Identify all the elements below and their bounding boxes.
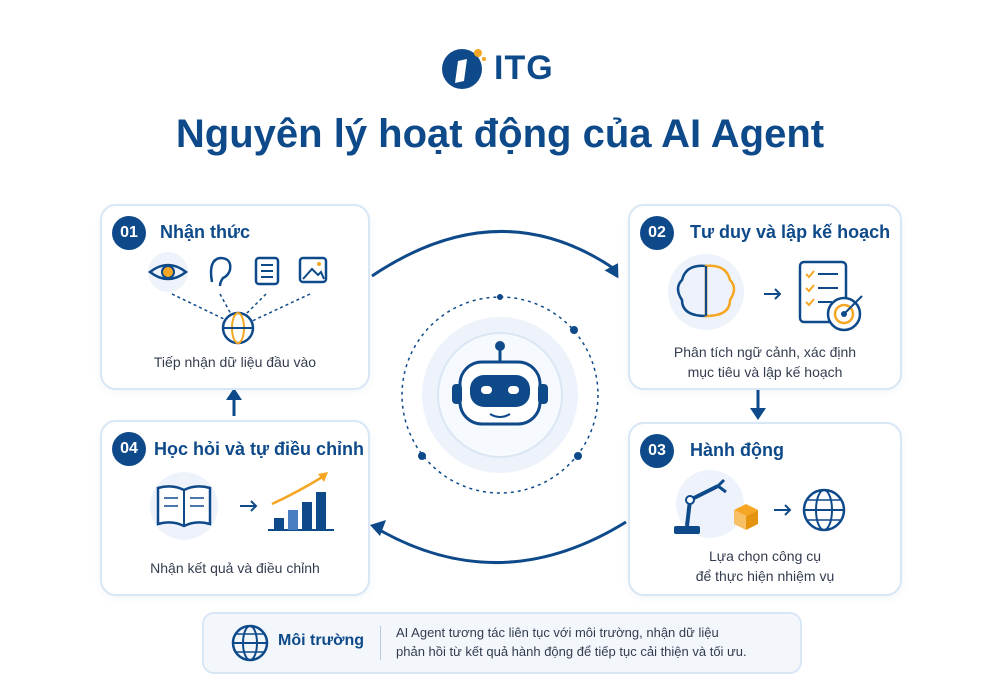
arrow-1-to-2 — [371, 229, 617, 278]
brand-name: ITG — [494, 48, 554, 87]
step-number-badge: 03 — [640, 434, 674, 468]
divider — [380, 626, 381, 660]
description-line-2: để thực hiện nhiệm vụ — [695, 568, 835, 584]
perception-icons — [147, 252, 328, 345]
step-description: Lựa chọn công cụ để thực hiện nhiệm vụ — [630, 546, 900, 586]
step-title: Hành động — [690, 440, 784, 460]
environment-description: AI Agent tương tác liên tục với môi trườ… — [396, 623, 796, 661]
page-title: Nguyên lý hoạt động của AI Agent — [175, 112, 825, 156]
step-title: Học hỏi và tự điều chỉnh — [154, 439, 365, 459]
orbit-ring — [401, 296, 599, 494]
thinking-icons — [668, 254, 863, 332]
step-card-learning: 04 Học hỏi và tự điều chỉnh Nhận kết quả… — [100, 420, 370, 596]
robot-arm-icon — [674, 470, 744, 538]
ear-icon — [209, 256, 232, 287]
description-line-1: Phân tích ngữ cảnh, xác định — [673, 344, 857, 360]
itg-logo: ITG — [440, 38, 570, 98]
learning-icons — [150, 472, 334, 540]
box-icon — [734, 504, 758, 530]
robot-icon — [452, 341, 548, 426]
arrow-right-icon — [764, 288, 782, 300]
environment-label: Môi trường — [278, 632, 365, 649]
target-icon — [826, 295, 863, 332]
globe-icon — [802, 488, 846, 532]
step-title: Nhận thức — [160, 222, 251, 242]
step-card-thinking: 02 Tư duy và lập kế hoạch — [628, 204, 902, 390]
brain-icon — [668, 254, 744, 330]
step-description: Tiếp nhận dữ liệu đầu vào — [153, 354, 317, 370]
environment-banner: Môi trường AI Agent tương tác liên tục v… — [202, 612, 802, 674]
step-title: Tư duy và lập kế hoạch — [690, 222, 891, 242]
book-icon — [150, 472, 218, 540]
step-number-badge: 02 — [640, 216, 674, 250]
action-icons — [674, 470, 846, 538]
arrow-3-to-4 — [375, 520, 627, 565]
step-number-badge: 04 — [112, 432, 146, 466]
description-line-1: Lựa chọn công cụ — [708, 548, 822, 564]
image-icon — [298, 256, 328, 284]
eye-icon — [147, 252, 189, 292]
globe-icon — [221, 311, 255, 345]
arrow-right-icon — [240, 500, 258, 512]
document-icon — [254, 256, 280, 286]
globe-icon — [231, 624, 269, 662]
step-card-perception: 01 Nhận thức — [100, 204, 370, 390]
description-line-2: phản hồi từ kết quả hành động để tiếp tụ… — [396, 644, 747, 659]
step-number-badge: 01 — [112, 216, 146, 250]
itg-logo-icon — [442, 49, 486, 89]
arrow-right-icon — [774, 504, 792, 516]
step-description: Phân tích ngữ cảnh, xác định mục tiêu và… — [630, 342, 900, 382]
step-description: Nhận kết quả và điều chỉnh — [150, 560, 320, 576]
description-line-1: AI Agent tương tác liên tục với môi trườ… — [396, 625, 719, 640]
step-card-action: 03 Hành động Lựa chọn công cụ — [628, 422, 902, 596]
description-line-2: mục tiêu và lập kế hoạch — [687, 364, 843, 380]
bar-chart-icon — [268, 472, 334, 531]
